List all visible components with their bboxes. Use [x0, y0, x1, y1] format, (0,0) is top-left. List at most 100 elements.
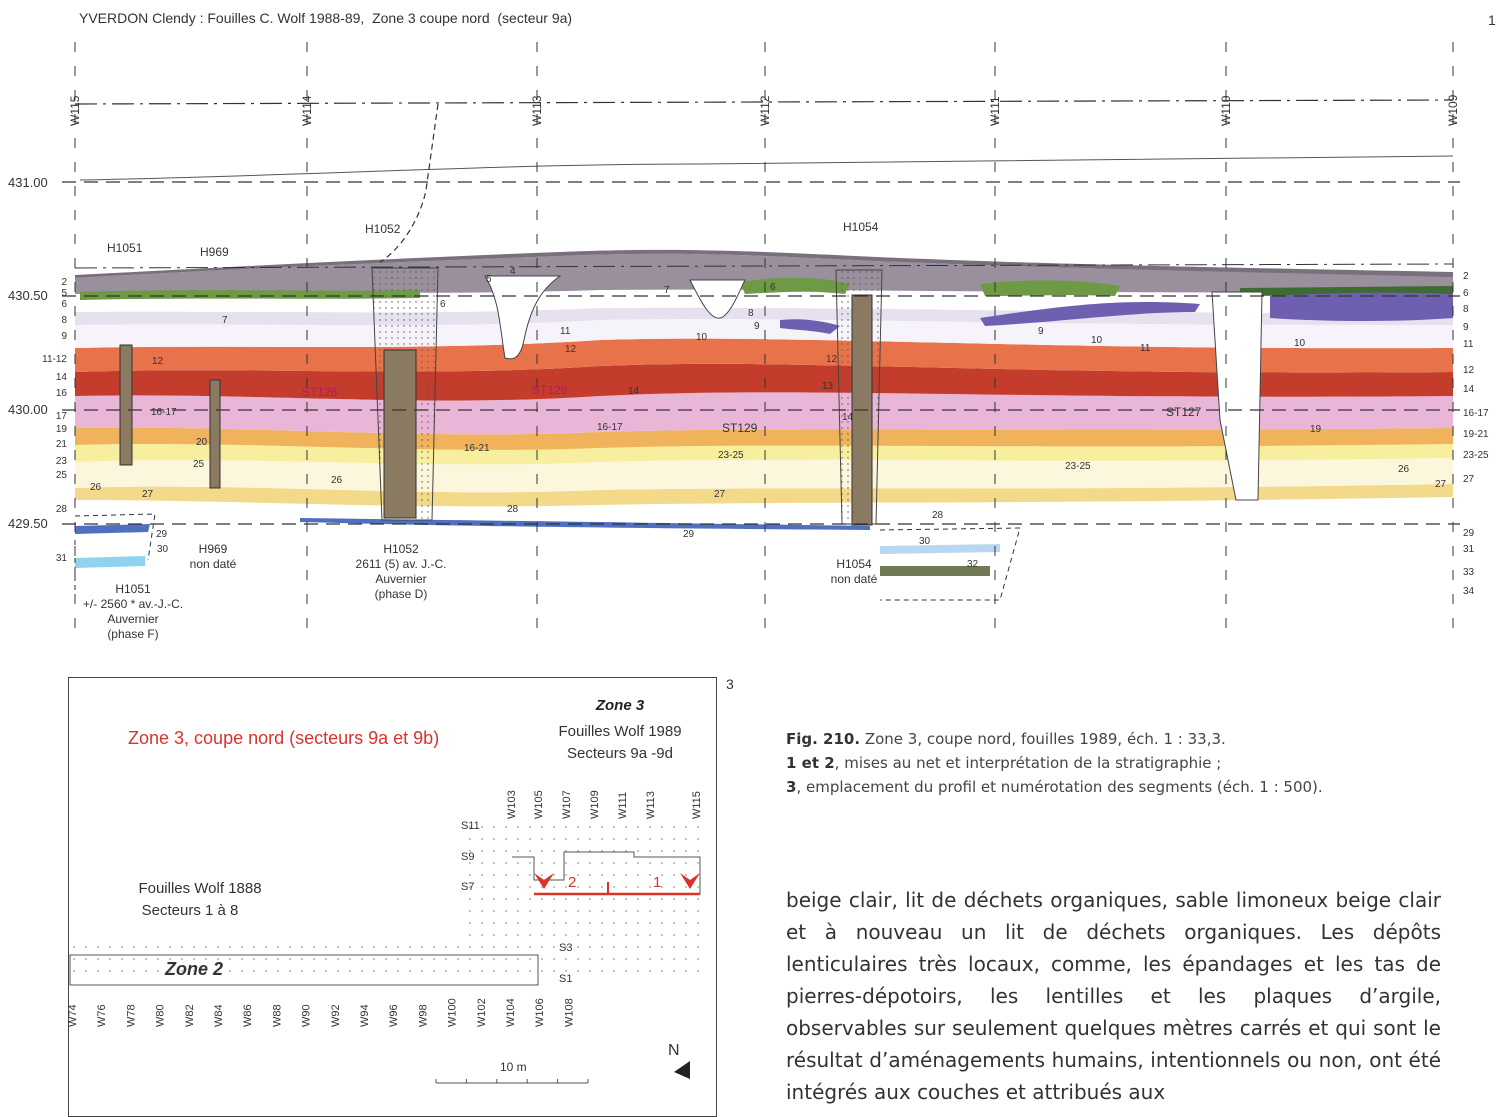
grid-dot: [109, 970, 111, 972]
grid-dot: [589, 970, 591, 972]
grid-dot: [313, 958, 315, 960]
grid-dot: [649, 958, 651, 960]
grid-dot: [385, 970, 387, 972]
grid-dot: [229, 958, 231, 960]
grid-dot: [181, 958, 183, 960]
grid-dot: [577, 886, 579, 888]
grid-dot: [469, 862, 471, 864]
grid-dot: [337, 946, 339, 948]
grid-dot: [373, 958, 375, 960]
zone3-subtitle-2: Secteurs 9a -9d: [567, 745, 673, 762]
grid-dot: [553, 862, 555, 864]
grid-dot: [529, 826, 531, 828]
column-label: W110: [1219, 95, 1233, 126]
inline-layer-label: 12: [152, 356, 164, 367]
grid-dot: [529, 946, 531, 948]
plan-column-label: W92: [330, 1004, 342, 1027]
inline-layer-label: 26: [331, 475, 343, 486]
grid-dot: [493, 946, 495, 948]
stratigraphic-layers: [75, 249, 1453, 576]
inline-layer-label: 12: [565, 344, 577, 355]
grid-dot: [253, 946, 255, 948]
figure-title: YVERDON Clendy : Fouilles C. Wolf 1988-8…: [79, 10, 573, 26]
inline-layer-label: 5: [486, 274, 492, 285]
structure-label: ST128: [532, 383, 568, 397]
grid-dot: [517, 898, 519, 900]
plan-column-label: W104: [505, 998, 517, 1027]
grid-dot: [637, 922, 639, 924]
feature-note-line: non daté: [190, 557, 237, 571]
inline-layer-label: 10: [1294, 338, 1306, 349]
plan-grid-dots: [73, 826, 699, 972]
grid-dot: [601, 946, 603, 948]
grid-dot: [325, 970, 327, 972]
inline-layer-label: 30: [157, 544, 169, 555]
grid-dot: [625, 838, 627, 840]
inline-layer-label: 29: [156, 529, 168, 540]
plan-row-label: S3: [559, 942, 572, 954]
grid-dot: [565, 874, 567, 876]
plan-column-label: W86: [242, 1004, 254, 1027]
grid-dot: [289, 970, 291, 972]
grid-dot: [553, 958, 555, 960]
plan-column-label: W80: [155, 1004, 167, 1027]
grid-dot: [505, 934, 507, 936]
post-H1051: [119, 344, 133, 466]
grid-dot: [577, 862, 579, 864]
column-label: W114: [300, 95, 314, 126]
grid-dot: [649, 838, 651, 840]
grid-dot: [661, 934, 663, 936]
grid-dot: [421, 946, 423, 948]
grid-dot: [253, 958, 255, 960]
grid-dot: [649, 850, 651, 852]
grid-dot: [673, 862, 675, 864]
grid-dot: [589, 874, 591, 876]
grid-dot: [577, 922, 579, 924]
elevation-label: 429.50: [8, 516, 48, 531]
plan-column-label: W96: [388, 1004, 400, 1027]
grid-dot: [373, 946, 375, 948]
grid-dot: [529, 958, 531, 960]
grid-dot: [433, 970, 435, 972]
profile-arrow-right: [680, 873, 700, 889]
grid-dot: [565, 946, 567, 948]
layer-29-lens: [75, 524, 150, 534]
grid-dot: [685, 838, 687, 840]
grid-dot: [469, 934, 471, 936]
grid-dot: [553, 970, 555, 972]
structure-label: H1054: [843, 220, 879, 234]
grid-dot: [493, 862, 495, 864]
grid-dot: [121, 958, 123, 960]
plan-column-label: W82: [184, 1004, 196, 1027]
grid-dot: [493, 898, 495, 900]
grid-dot: [661, 898, 663, 900]
inline-layer-label: 27: [714, 489, 726, 500]
grid-dot: [637, 850, 639, 852]
grid-dot: [601, 886, 603, 888]
grid-dot: [409, 958, 411, 960]
grid-dot: [193, 946, 195, 948]
feature-note-line: (phase D): [375, 587, 428, 601]
grid-dot: [637, 970, 639, 972]
grid-dot: [565, 970, 567, 972]
grid-dot: [469, 850, 471, 852]
grid-dot: [625, 922, 627, 924]
column-label: W112: [758, 95, 772, 126]
grid-dot: [661, 874, 663, 876]
grid-dot: [625, 946, 627, 948]
grid-dot: [637, 898, 639, 900]
layer-number-left: 16: [56, 388, 68, 399]
grid-dot: [505, 946, 507, 948]
grid-dot: [637, 838, 639, 840]
grid-dot: [589, 922, 591, 924]
grid-dot: [313, 970, 315, 972]
layer-number-left: 28: [56, 504, 68, 515]
grid-dot: [613, 958, 615, 960]
grid-dot: [481, 922, 483, 924]
grid-dot: [397, 970, 399, 972]
plan-column-label: W78: [125, 1004, 137, 1027]
profile-arrow-left: [534, 873, 554, 889]
grid-dot: [505, 874, 507, 876]
